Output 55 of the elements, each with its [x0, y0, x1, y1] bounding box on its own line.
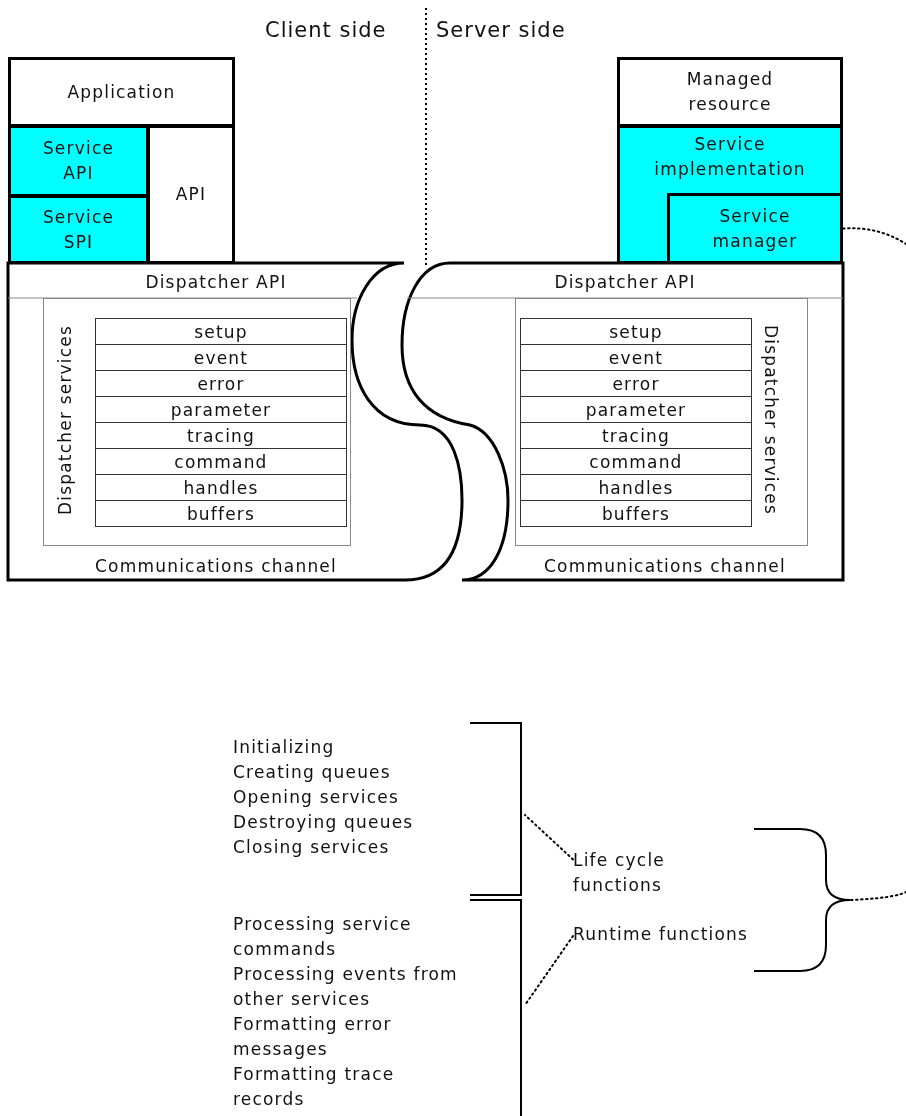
list-item: Creating queues — [233, 761, 392, 784]
table-row: tracing — [95, 422, 347, 449]
table-row: buffers — [520, 500, 752, 527]
box-label: Service SPI — [41, 205, 116, 254]
list-item: Processing events from other services — [233, 963, 459, 1011]
box-label: Managed resource — [685, 68, 775, 116]
services-frame — [515, 298, 808, 546]
layer-label: Dispatcher API — [553, 270, 697, 294]
list-item: Formatting trace records — [233, 1063, 396, 1111]
side-label: Server side — [436, 18, 566, 42]
table-row: buffers — [95, 500, 347, 527]
box-label: Service implementation — [653, 133, 807, 181]
vertical-label: Dispatcher services — [760, 323, 783, 518]
layer-box — [617, 125, 843, 264]
layer-box — [8, 195, 149, 264]
table-row: parameter — [520, 396, 752, 423]
layer-label: Communications channel — [94, 554, 338, 578]
list-item: Initializing — [233, 736, 336, 759]
box-label: Application — [67, 80, 176, 104]
table-row: event — [95, 344, 347, 371]
leader-line — [842, 227, 906, 245]
services-frame — [43, 298, 351, 546]
list-item: Processing service commands — [233, 913, 413, 961]
layer-box — [8, 57, 235, 127]
list-item: Opening services — [233, 786, 401, 809]
group-label: Life cycle functions — [573, 849, 666, 897]
side-label: Client side — [265, 18, 387, 42]
layer-label: Communications channel — [543, 554, 787, 578]
layer-box — [667, 193, 843, 264]
table-row: command — [95, 448, 347, 475]
list-item: Destroying queues — [233, 811, 415, 834]
group-label: Runtime functions — [573, 923, 750, 946]
box-label: Service API — [41, 137, 116, 185]
list-item: Formatting error messages — [233, 1013, 393, 1061]
box-label: API — [175, 183, 207, 206]
table-row: event — [520, 344, 752, 371]
table-row: setup — [520, 318, 752, 345]
table-row: command — [520, 448, 752, 475]
list-item: Closing services — [233, 836, 391, 859]
layer-box — [617, 57, 843, 127]
table-row: handles — [95, 474, 347, 501]
leader-line — [850, 891, 906, 901]
layer-box — [147, 125, 235, 264]
layer-box — [8, 125, 149, 197]
leader-line — [524, 935, 574, 1006]
box-label: Service manager — [711, 204, 799, 253]
table-row: error — [95, 370, 347, 397]
table-row: tracing — [520, 422, 752, 449]
table-row: error — [520, 370, 752, 397]
table-row: handles — [520, 474, 752, 501]
layer-label: Dispatcher API — [144, 270, 288, 294]
table-row: parameter — [95, 396, 347, 423]
table-row: setup — [95, 318, 347, 345]
leader-line — [524, 814, 574, 861]
vertical-label: Dispatcher services — [53, 323, 76, 518]
